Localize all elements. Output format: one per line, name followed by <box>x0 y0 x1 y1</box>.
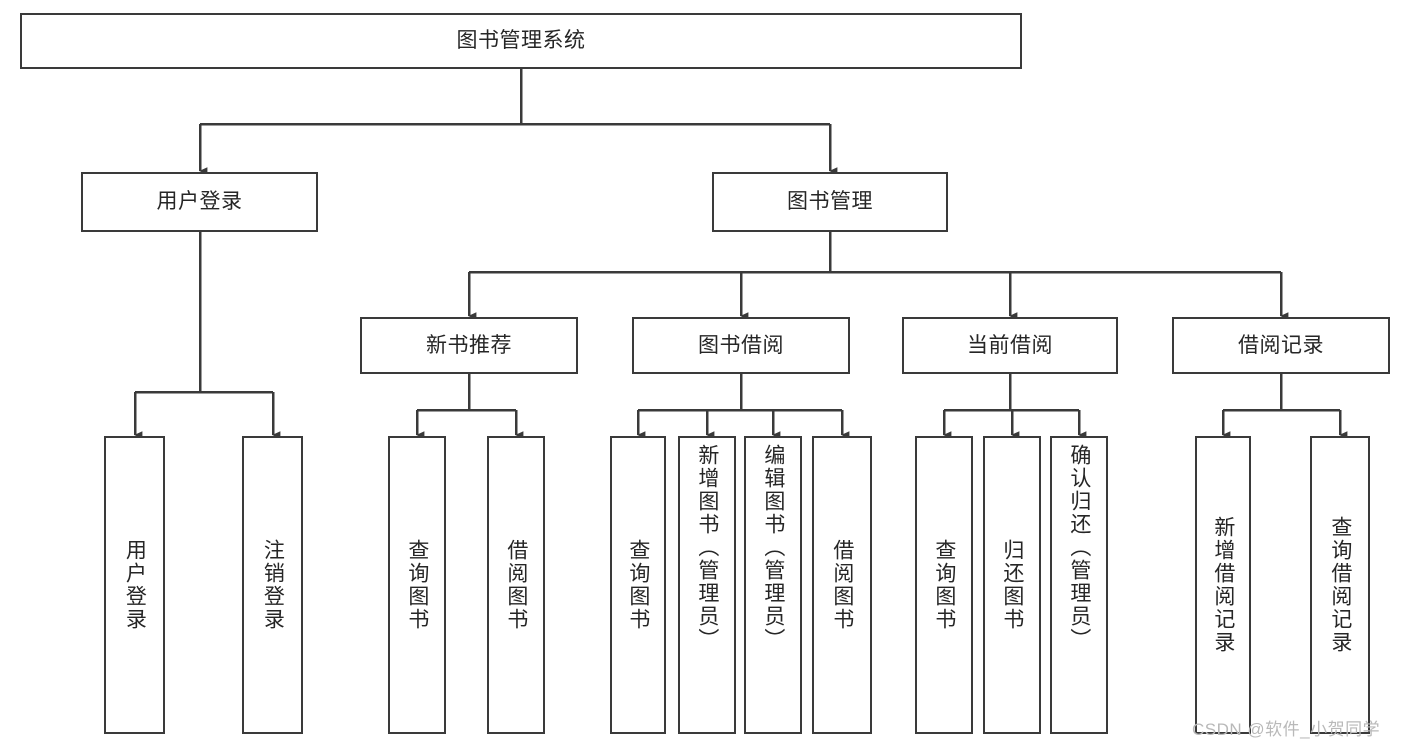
edge-layer <box>133 69 1348 439</box>
node-label-leaf-borrow-nb: 借阅图书 <box>504 539 528 631</box>
node-label-leaf-add-r: 新增借阅记录 <box>1211 516 1235 654</box>
node-leaf-query-b[interactable]: 查询图书 <box>610 436 666 734</box>
node-label-root: 图书管理系统 <box>456 29 586 53</box>
node-borrow[interactable]: 图书借阅 <box>632 317 850 374</box>
node-label-borrow: 图书借阅 <box>698 333 784 357</box>
node-leaf-add-r[interactable]: 新增借阅记录 <box>1195 436 1251 734</box>
node-leaf-login[interactable]: 用户登录 <box>104 436 165 734</box>
node-label-leaf-query-b: 查询图书 <box>626 539 650 631</box>
node-leaf-borrow-nb[interactable]: 借阅图书 <box>487 436 545 734</box>
node-label-leaf-logout: 注销登录 <box>261 539 285 631</box>
node-current[interactable]: 当前借阅 <box>902 317 1118 374</box>
node-label-leaf-edit-b: 编辑图书（管理员） <box>761 444 785 651</box>
node-label-leaf-confirm-c: 确认归还（管理员） <box>1067 444 1091 651</box>
node-leaf-query-r[interactable]: 查询借阅记录 <box>1310 436 1370 734</box>
node-label-leaf-borrow-b: 借阅图书 <box>830 539 854 631</box>
node-leaf-borrow-b[interactable]: 借阅图书 <box>812 436 872 734</box>
csdn-watermark: CSDN @软件_小贺同学 <box>1192 720 1381 739</box>
node-label-bookmgmt: 图书管理 <box>787 190 873 214</box>
node-label-login: 用户登录 <box>156 190 243 214</box>
node-label-leaf-add-b: 新增图书（管理员） <box>695 444 719 651</box>
node-leaf-add-b[interactable]: 新增图书（管理员） <box>678 436 736 734</box>
node-leaf-query-c[interactable]: 查询图书 <box>915 436 973 734</box>
node-label-newbook: 新书推荐 <box>426 333 512 357</box>
node-label-current: 当前借阅 <box>967 333 1053 357</box>
node-leaf-query-nb[interactable]: 查询图书 <box>388 436 446 734</box>
node-label-leaf-query-c: 查询图书 <box>932 539 956 631</box>
node-leaf-edit-b[interactable]: 编辑图书（管理员） <box>744 436 802 734</box>
node-label-leaf-return-c: 归还图书 <box>1000 539 1024 631</box>
node-records[interactable]: 借阅记录 <box>1172 317 1390 374</box>
node-label-records: 借阅记录 <box>1238 333 1324 357</box>
node-bookmgmt[interactable]: 图书管理 <box>712 172 948 232</box>
node-label-leaf-login: 用户登录 <box>123 539 147 631</box>
node-root[interactable]: 图书管理系统 <box>20 13 1022 69</box>
node-label-leaf-query-r: 查询借阅记录 <box>1328 516 1352 654</box>
node-leaf-confirm-c[interactable]: 确认归还（管理员） <box>1050 436 1108 734</box>
node-leaf-logout[interactable]: 注销登录 <box>242 436 303 734</box>
node-leaf-return-c[interactable]: 归还图书 <box>983 436 1041 734</box>
node-label-leaf-query-nb: 查询图书 <box>405 539 429 631</box>
node-newbook[interactable]: 新书推荐 <box>360 317 578 374</box>
node-login[interactable]: 用户登录 <box>81 172 318 232</box>
